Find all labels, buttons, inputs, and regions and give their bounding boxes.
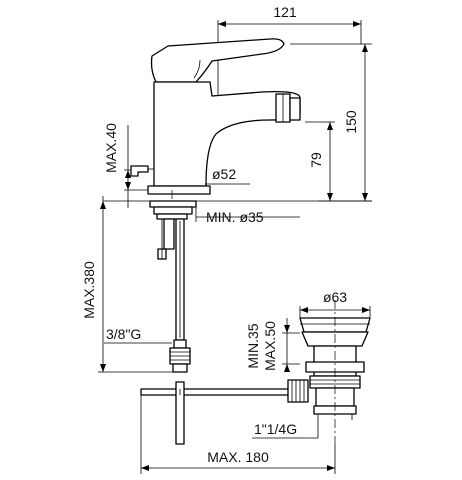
label-150: 150 [343,110,359,134]
popup-rod [130,165,149,177]
dimension-min-d35: MIN. ø35 [195,205,300,225]
label-waste-min: MIN.35 [245,323,261,368]
lever-handle [150,38,285,83]
dimension-d52: ø52 [205,166,250,185]
label-max180: MAX. 180 [207,449,269,465]
label-121: 121 [273,4,297,20]
label-max380: MAX.380 [81,261,97,319]
dimension-waste-thread: 1"1/4G [252,420,319,439]
dimension-79: 79 [305,121,335,201]
dimension-waste-range: MIN.35 MAX.50 [245,318,290,372]
dimension-150: 150 [290,43,372,202]
label-79: 79 [308,152,324,168]
label-d63: ø63 [323,289,347,305]
label-min-d35: MIN. ø35 [206,209,264,225]
hose-fitting: 3/8"G [104,326,191,373]
faucet-base [147,185,211,195]
waste-assembly [282,300,371,444]
fixing-shank [149,200,197,260]
label-max40: MAX.40 [103,123,119,173]
label-waste-thread: 1"1/4G [254,421,297,437]
dimension-max180: MAX. 180 [140,395,336,474]
dimension-d63: ø63 [299,289,371,318]
label-hose-thread: 3/8"G [106,326,141,342]
flex-hose [175,218,185,341]
faucet [130,38,301,195]
dimension-max380: MAX.380 [81,196,178,373]
label-d52: ø52 [212,166,236,182]
label-waste-max: MAX.50 [262,321,278,371]
mixer-body [153,81,301,187]
